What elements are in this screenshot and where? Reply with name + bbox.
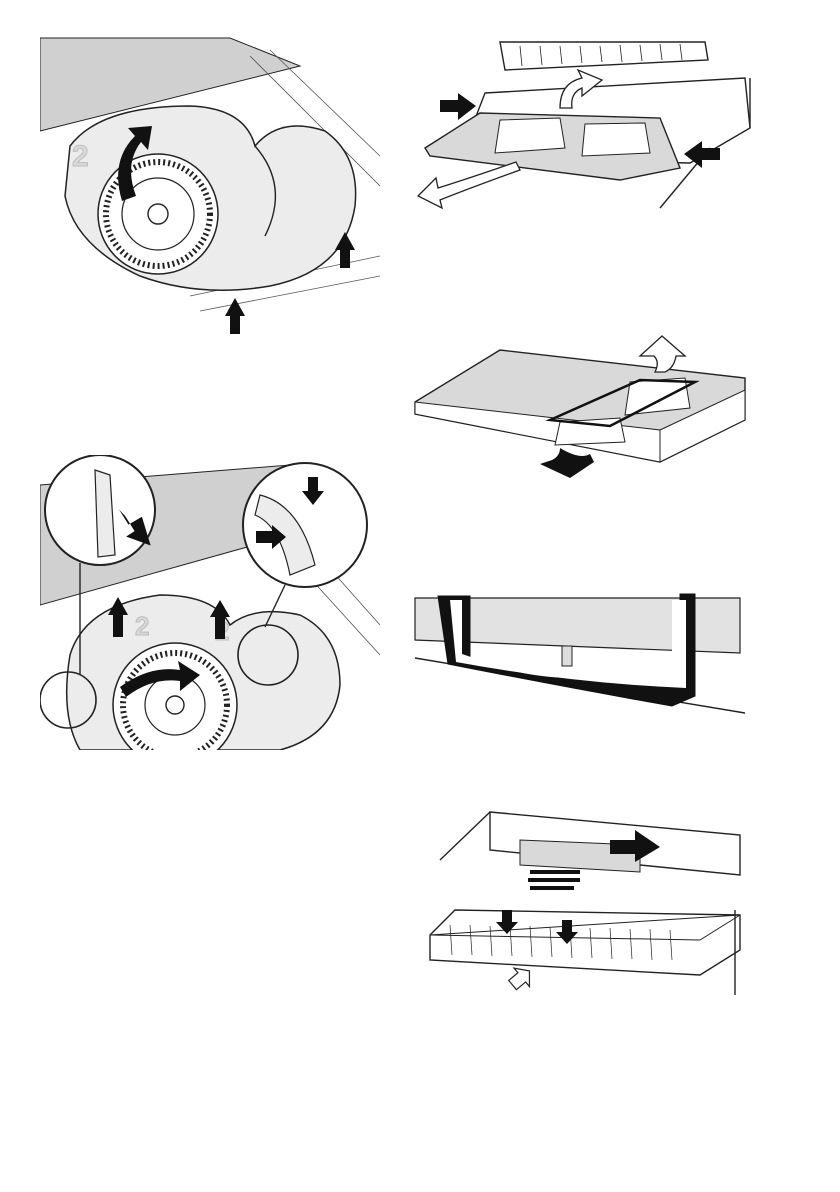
push-arrow-icon — [440, 93, 476, 120]
figure-fan-removal: 2 — [40, 36, 380, 341]
up-arrow-icon — [505, 962, 537, 995]
figure-fan-clips: 2 2 — [40, 455, 380, 750]
figure-cover-insert — [410, 800, 765, 1000]
step-number: 2 — [72, 140, 89, 173]
figure-filter-removal — [410, 38, 770, 213]
pull-arrow-icon — [418, 162, 520, 208]
step-number: 2 — [135, 611, 149, 641]
figure-filter-pull — [410, 330, 765, 480]
pull-arrow-icon — [540, 448, 594, 478]
figure-filter-frame — [410, 578, 745, 723]
